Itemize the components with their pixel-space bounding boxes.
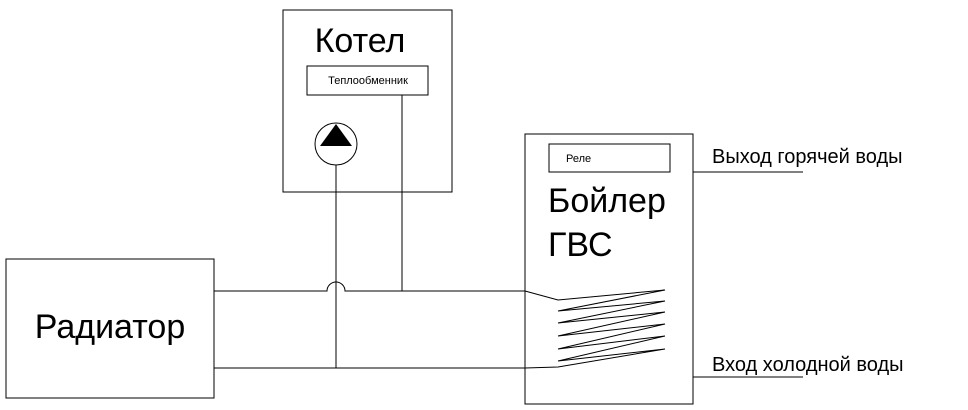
- heat-exchanger-box: [306, 65, 429, 96]
- cold-water-in-label: Вход холодной воды: [712, 354, 904, 376]
- relay-label: Реле: [566, 153, 591, 165]
- water-heater-title-line2: ГВС: [548, 226, 613, 264]
- water-heater-box: [524, 133, 694, 405]
- supply-pipe: [214, 281, 525, 292]
- relay-box: [548, 143, 671, 173]
- coil-icon: [524, 289, 666, 369]
- boiler-box: [282, 9, 453, 193]
- heat-exchanger-label: Теплообменник: [328, 75, 408, 87]
- radiator-box: [5, 258, 215, 399]
- pump-icon: [314, 122, 358, 166]
- hot-water-out-label: Выход горячей воды: [712, 146, 903, 168]
- boiler-title: Котел: [315, 22, 406, 60]
- radiator-label: Радиатор: [35, 308, 185, 346]
- water-heater-title-line1: Бойлер: [548, 182, 666, 220]
